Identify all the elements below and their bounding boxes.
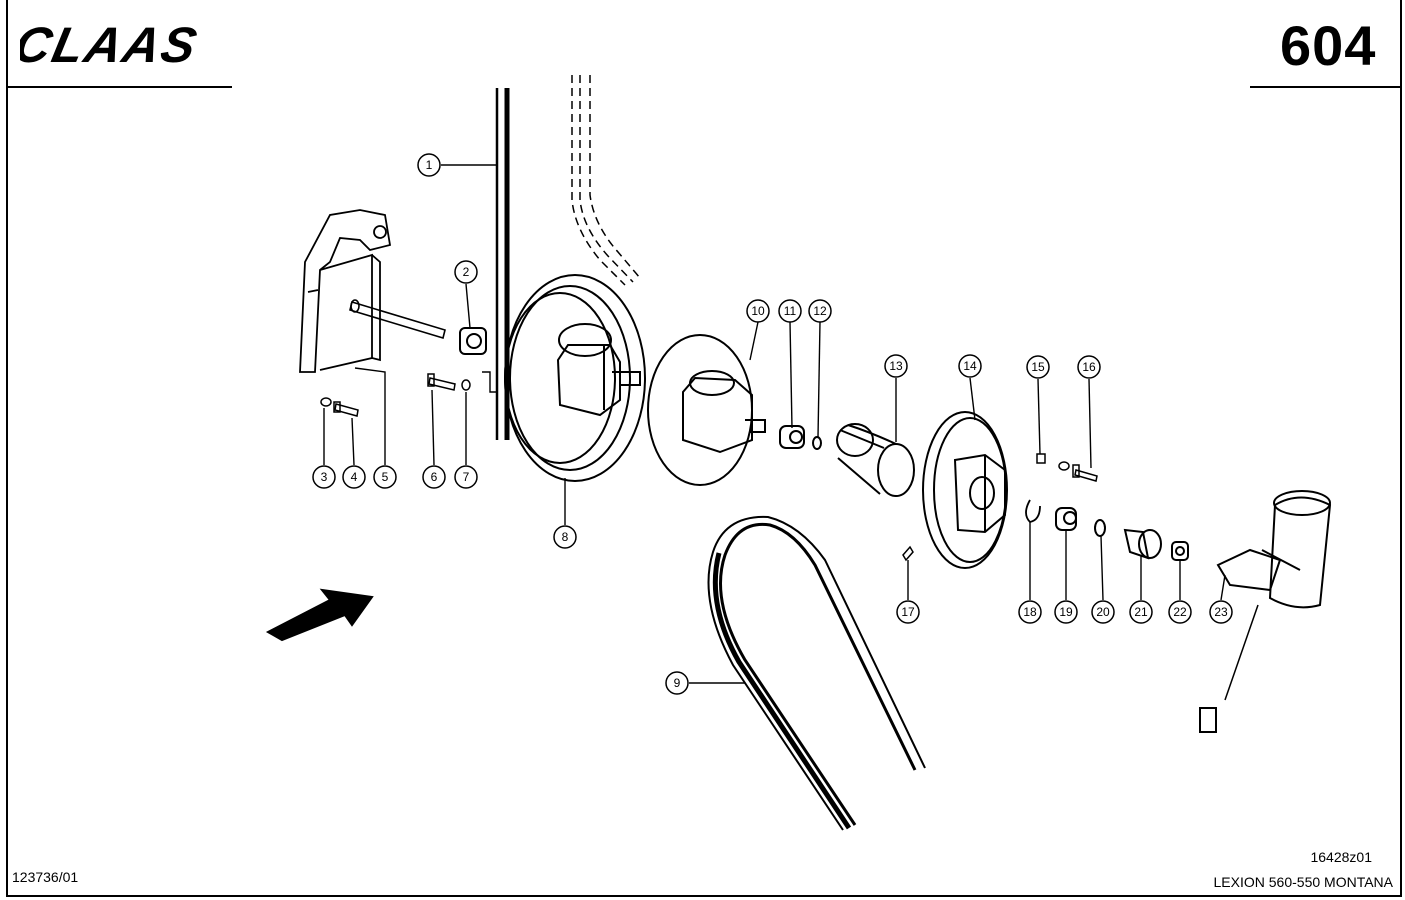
small-parts-3-4-6-7: [320, 373, 471, 417]
page-number: 604: [1280, 14, 1377, 77]
document-id: 123736/01: [12, 869, 79, 885]
svg-text:8: 8: [562, 530, 569, 544]
svg-text:5: 5: [382, 470, 389, 484]
nut-part-22: [1171, 541, 1189, 561]
svg-text:16: 16: [1082, 360, 1096, 374]
callout-18: 18: [1018, 600, 1042, 624]
model-name: LEXION 560-550 MONTANA: [1213, 874, 1393, 890]
callout-15: 15: [1026, 355, 1050, 379]
brand-wordmark: CLAAS: [20, 22, 203, 68]
small-parts-15-16: [1036, 453, 1098, 482]
svg-text:17: 17: [901, 605, 915, 619]
svg-text:9: 9: [674, 676, 681, 690]
drawing-frame: [6, 0, 1402, 897]
v-belt-part-9: [707, 515, 926, 831]
svg-text:22: 22: [1173, 605, 1187, 619]
pulley-part-8: [504, 274, 646, 482]
callout-13: 13: [884, 354, 908, 378]
disc-part-10: [647, 334, 766, 486]
callout-11: 11: [778, 299, 802, 323]
sensor-part-23: [1199, 490, 1332, 733]
callout-9: 9: [665, 671, 689, 695]
ring-part-12: [812, 436, 822, 450]
callout-2: 2: [454, 260, 478, 284]
callout-21: 21: [1129, 600, 1153, 624]
callout-23: 23: [1209, 600, 1233, 624]
circlip-part-18: [1025, 499, 1041, 523]
direction-arrow: [265, 588, 374, 642]
sleeve-part-13: [836, 423, 915, 497]
callout-10: 10: [746, 299, 770, 323]
callout-22: 22: [1168, 600, 1192, 624]
svg-text:7: 7: [463, 470, 470, 484]
bearing-part-11: [779, 425, 805, 449]
svg-text:4: 4: [351, 470, 358, 484]
shaft: [349, 299, 446, 340]
svg-text:21: 21: [1134, 605, 1148, 619]
disc-part-14: [922, 411, 1008, 569]
bearing-part-19: [1055, 507, 1077, 531]
svg-text:20: 20: [1096, 605, 1110, 619]
svg-text:3: 3: [321, 470, 328, 484]
bearing-part-2: [459, 327, 487, 355]
callout-19: 19: [1054, 600, 1078, 624]
header-rule-left: [6, 86, 232, 88]
svg-text:14: 14: [963, 359, 977, 373]
drawing-id: 16428z01: [1310, 849, 1372, 865]
belt-route-dashed: [571, 75, 641, 286]
callout-20: 20: [1091, 600, 1115, 624]
svg-text:11: 11: [784, 304, 797, 318]
callout-4: 4: [342, 465, 366, 489]
ring-part-20: [1094, 519, 1106, 537]
callout-12: 12: [808, 299, 832, 323]
callout-17: 17: [896, 600, 920, 624]
svg-text:23: 23: [1214, 605, 1228, 619]
leader-lines: [323, 164, 1226, 684]
callout-1: 1: [417, 153, 441, 177]
callout-5: 5: [373, 465, 397, 489]
svg-text:2: 2: [463, 265, 470, 279]
bracket-part-5: [299, 209, 392, 373]
callout-6: 6: [422, 465, 446, 489]
svg-text:12: 12: [813, 304, 827, 318]
grease-nipple-part-17: [902, 545, 914, 562]
claas-logo: CLAAS: [9, 17, 240, 73]
svg-text:10: 10: [751, 304, 765, 318]
svg-text:18: 18: [1023, 605, 1037, 619]
svg-text:13: 13: [889, 359, 903, 373]
belt-part-1: [495, 88, 510, 440]
header-rule-right: [1250, 86, 1402, 88]
callout-3: 3: [312, 465, 336, 489]
callout-8: 8: [553, 525, 577, 549]
stub-part-21: [1123, 528, 1162, 560]
svg-text:15: 15: [1031, 360, 1045, 374]
callout-16: 16: [1077, 355, 1101, 379]
svg-text:6: 6: [431, 470, 438, 484]
callout-14: 14: [958, 354, 982, 378]
callout-7: 7: [454, 465, 478, 489]
svg-text:1: 1: [426, 158, 433, 172]
svg-text:19: 19: [1059, 605, 1073, 619]
callout-group: 1 2 3 4 5 6 7 8 9 10 11 12 13 14 15 16 1…: [312, 153, 1233, 695]
